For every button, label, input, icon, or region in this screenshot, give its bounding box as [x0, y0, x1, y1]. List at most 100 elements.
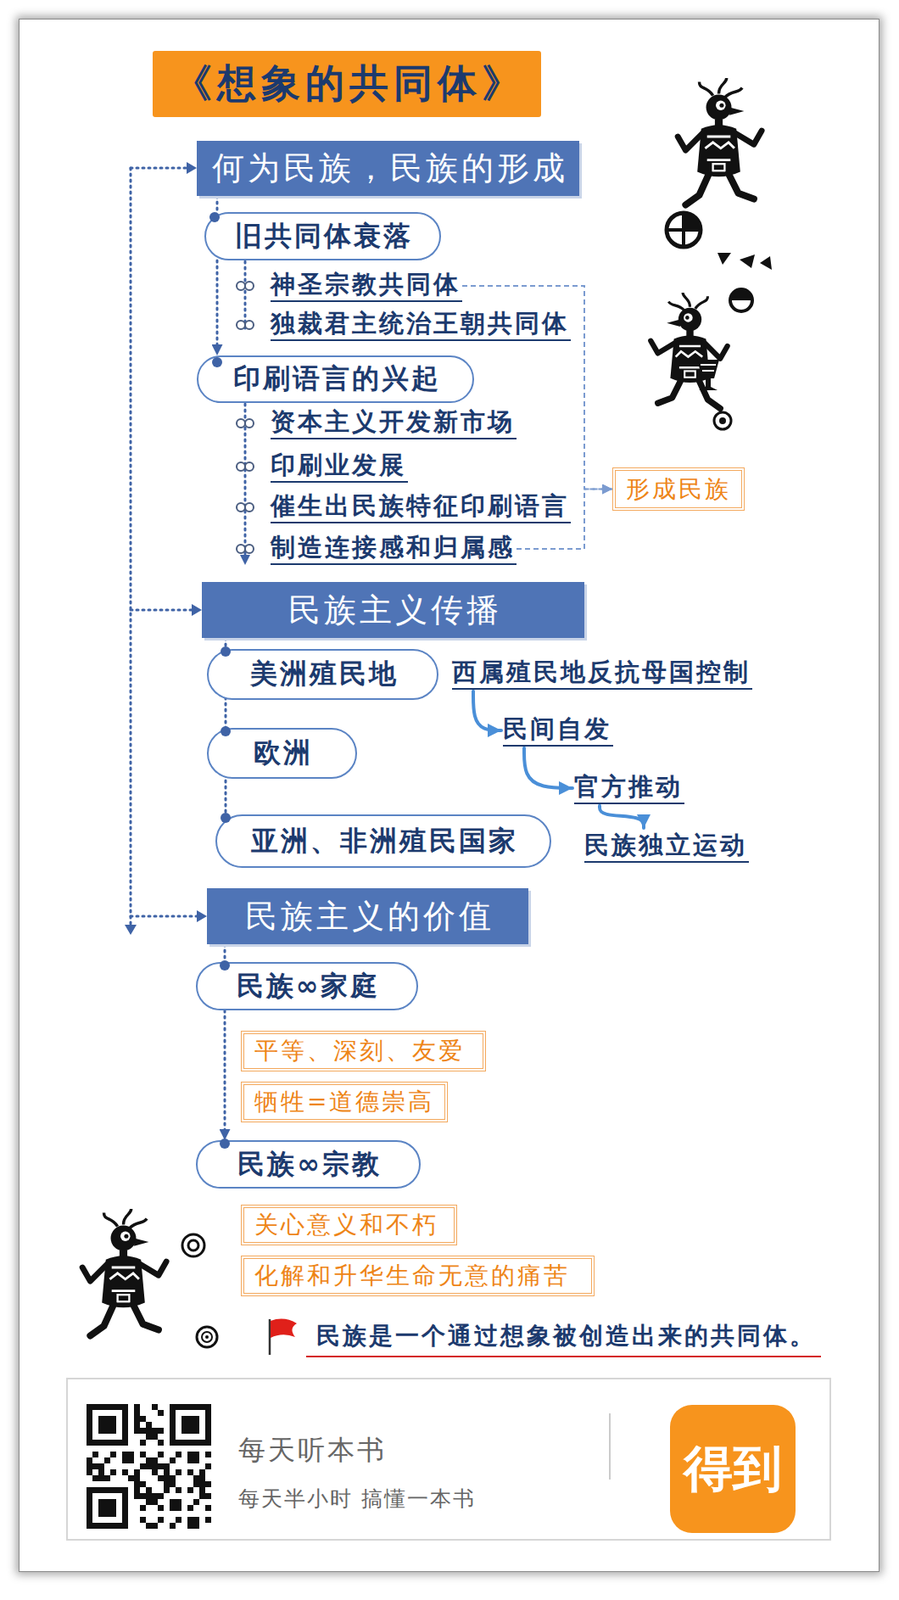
qr-module: [145, 1427, 152, 1434]
qr-module: [116, 1439, 123, 1446]
qr-module: [175, 1498, 182, 1505]
cup-symbol: [697, 359, 720, 391]
split-circle-symbol: [730, 289, 753, 301]
qr-module: [187, 1516, 194, 1523]
topic-pill: 民族∞家庭: [195, 961, 419, 1011]
qr-module: [98, 1415, 105, 1422]
connector: [473, 691, 502, 731]
qr-module: [116, 1486, 123, 1493]
qr-module: [205, 1492, 212, 1499]
qr-module: [169, 1427, 176, 1434]
cross-circle-symbol: [683, 212, 701, 230]
qr-module: [110, 1427, 117, 1434]
qr-module: [104, 1439, 111, 1446]
tree-dot: [219, 960, 230, 971]
qr-module: [169, 1457, 176, 1463]
topic-pill: 民族∞宗教: [195, 1139, 421, 1189]
qr-module: [175, 1403, 182, 1410]
stage-item: 民族独立运动: [584, 830, 749, 863]
node-text: 印刷语言的兴起: [233, 360, 442, 398]
result-box: 形成民族: [612, 467, 745, 511]
qr-module: [157, 1516, 164, 1523]
bullet-symbol: [245, 281, 254, 291]
qr-module: [151, 1403, 158, 1410]
target-symbol: [188, 1239, 199, 1251]
qr-module: [98, 1462, 105, 1469]
target-symbol: [182, 1234, 205, 1257]
qr-module: [110, 1522, 117, 1529]
qr-module: [134, 1403, 140, 1410]
qr-module: [104, 1498, 111, 1505]
qr-module: [193, 1474, 200, 1481]
bullet-symbol: [236, 544, 254, 553]
qr-module: [104, 1427, 111, 1434]
qr-module: [199, 1439, 206, 1446]
qr-module: [151, 1498, 158, 1505]
qr-module: [175, 1486, 182, 1493]
qr-module: [110, 1439, 117, 1446]
qr-module: [181, 1439, 188, 1446]
qr-module: [193, 1516, 200, 1523]
node-text: 资本主义开发新市场: [270, 407, 515, 437]
qr-module: [193, 1451, 200, 1458]
section-header: 民族主义传播: [201, 581, 585, 638]
qr-module: [122, 1433, 129, 1440]
qr-module: [169, 1403, 176, 1410]
qr-module: [145, 1457, 152, 1463]
bullet-symbol: [236, 418, 246, 428]
qr-module: [139, 1480, 146, 1487]
connector: [524, 748, 573, 788]
dancer-figure: [677, 78, 762, 206]
qr-module: [175, 1504, 182, 1511]
node-text: 民间自发: [502, 714, 612, 744]
qr-module: [104, 1504, 111, 1511]
qr-module: [134, 1474, 140, 1481]
bullet-symbol: [236, 281, 254, 291]
qr-module: [98, 1504, 105, 1511]
qr-module: [128, 1457, 135, 1463]
qr-module: [134, 1415, 140, 1422]
qr-module: [169, 1522, 176, 1529]
node-text: 每天听本书: [238, 1431, 387, 1469]
target-symbol: [196, 1326, 218, 1347]
qr-module: [187, 1451, 194, 1458]
section-header: 民族主义的价值: [206, 887, 529, 944]
qr-module: [205, 1421, 212, 1428]
caption-label: 民族是一个通过想象被创造出来的共同体。: [306, 1319, 821, 1357]
node-text: 催生出民族特征印刷语言: [270, 491, 570, 521]
node-text: 印刷业发展: [270, 450, 407, 481]
title-box: 《想象的共同体》: [152, 50, 542, 118]
qr-module: [157, 1427, 164, 1434]
qr-module: [122, 1409, 129, 1416]
qr-module: [187, 1504, 194, 1511]
qr-module: [134, 1480, 140, 1487]
qr-module: [86, 1504, 93, 1511]
qr-module: [86, 1415, 93, 1422]
qr-module: [122, 1403, 129, 1410]
qr-module: [139, 1427, 146, 1434]
qr-module: [181, 1427, 188, 1434]
qr-module: [86, 1462, 93, 1469]
qr-module: [187, 1439, 194, 1446]
qr-module: [199, 1403, 206, 1410]
section-bracket: [129, 167, 133, 925]
qr-module: [157, 1474, 164, 1481]
qr-module: [163, 1474, 170, 1481]
qr-module: [145, 1492, 152, 1499]
qr-module: [104, 1474, 111, 1481]
qr-module: [122, 1427, 129, 1434]
qr-module: [145, 1433, 152, 1440]
qr-module: [205, 1451, 212, 1458]
bullet-symbol: [245, 320, 254, 330]
qr-module: [169, 1439, 176, 1446]
qr-module: [187, 1421, 194, 1428]
node-text: 形成民族: [625, 473, 732, 506]
qr-module: [110, 1504, 117, 1511]
qr-module: [199, 1474, 206, 1481]
section-header: 何为民族，民族的形成: [196, 140, 580, 196]
qr-module: [134, 1427, 140, 1434]
cross-circle-symbol: [666, 212, 701, 247]
qr-module: [175, 1451, 182, 1458]
qr-module: [187, 1457, 194, 1463]
